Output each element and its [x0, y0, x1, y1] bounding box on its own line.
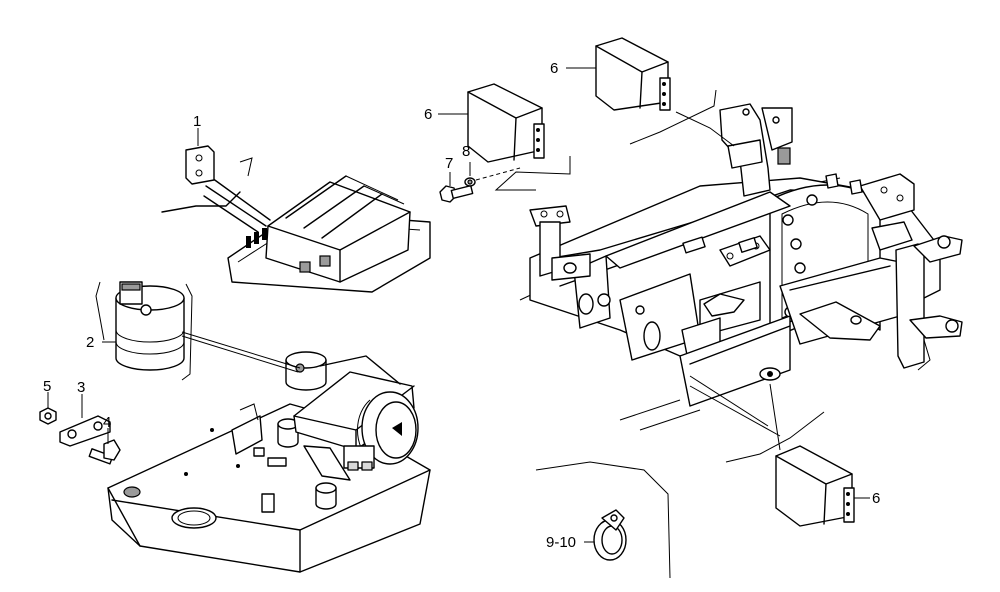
plate-part-3 [59, 394, 111, 447]
clamp-part-9-10 [584, 509, 627, 561]
callout-6-bottom: 6 [872, 490, 880, 507]
washer-part-8 [464, 162, 521, 187]
control-unit-assembly [161, 157, 431, 293]
screw-part-7 [439, 172, 474, 203]
nut-part-5 [39, 392, 57, 425]
callout-1: 1 [193, 113, 201, 130]
buzzer-part-2 [95, 281, 193, 381]
control-box-part-6-mid [438, 83, 571, 191]
callout-labels: 1 2 3 4 5 6 6 6 7 8 9-10 [43, 60, 880, 551]
callout-9-10: 9-10 [546, 534, 576, 551]
control-box-part-6-bottom [775, 445, 870, 527]
bracket-part-1 [185, 128, 215, 185]
callout-8: 8 [462, 143, 470, 160]
callout-6-mid: 6 [424, 106, 432, 123]
control-box-part-6-top [566, 37, 671, 111]
callout-7: 7 [445, 155, 453, 172]
leader-lines [535, 89, 825, 579]
callout-2: 2 [86, 334, 94, 351]
callout-6-top: 6 [550, 60, 558, 77]
tank-base-assembly [107, 331, 431, 573]
callout-4: 4 [103, 414, 111, 431]
main-frame-assembly [519, 103, 963, 451]
callout-3: 3 [77, 379, 85, 396]
callout-5: 5 [43, 378, 51, 395]
bolt-part-4 [88, 428, 121, 465]
